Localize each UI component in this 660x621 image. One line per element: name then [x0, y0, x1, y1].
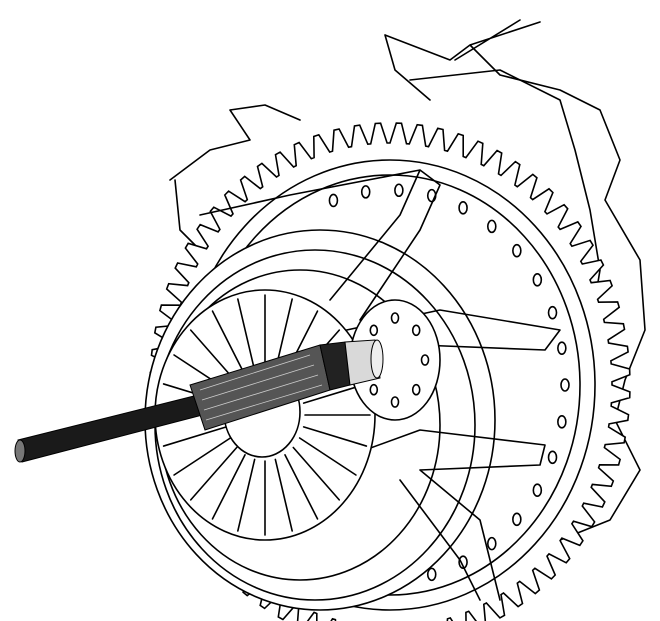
bolt-hole: [547, 305, 558, 320]
bolt-hole: [426, 567, 437, 582]
bolt-hole: [486, 219, 497, 234]
bolt-hole: [557, 415, 567, 429]
tool-pilot-end: [370, 339, 384, 379]
hub-hole: [411, 324, 421, 337]
bolt-hole: [486, 536, 497, 551]
bolt-hole: [547, 450, 558, 465]
bolt-hole: [458, 201, 468, 215]
spline-finger: [211, 454, 246, 520]
spline-finger: [302, 426, 368, 447]
spline-finger: [298, 437, 357, 476]
spline-finger: [173, 437, 232, 476]
hub-hole: [390, 396, 400, 408]
hub-hole: [369, 324, 379, 337]
bolt-hole: [360, 185, 371, 199]
spline-finger: [292, 446, 341, 501]
bolt-hole: [557, 341, 567, 355]
hub-hole: [390, 312, 400, 324]
pressure-plate-straps: [199, 169, 561, 601]
tool-shaft-tip: [14, 439, 26, 463]
bolt-hole: [458, 555, 468, 569]
bolt-hole: [560, 378, 570, 392]
bolt-hole: [512, 512, 522, 527]
clutch-alignment-tool: [14, 339, 384, 463]
bolt-hole: [532, 483, 543, 498]
hub-hole: [369, 383, 379, 396]
bolt-hole: [328, 193, 339, 208]
spline-finger: [274, 458, 293, 532]
hub-hole: [411, 383, 421, 396]
spline-finger: [237, 458, 256, 532]
tool-knurl-pattern: [199, 354, 323, 421]
spline-finger: [211, 310, 246, 376]
spline-finger: [189, 446, 238, 501]
bolt-hole: [512, 243, 522, 258]
bolt-hole: [394, 183, 404, 198]
bolt-hole: [532, 272, 543, 287]
spline-finger: [237, 298, 256, 372]
hub-hole: [420, 354, 430, 366]
spline-finger: [284, 454, 319, 520]
spline-finger: [162, 426, 228, 447]
